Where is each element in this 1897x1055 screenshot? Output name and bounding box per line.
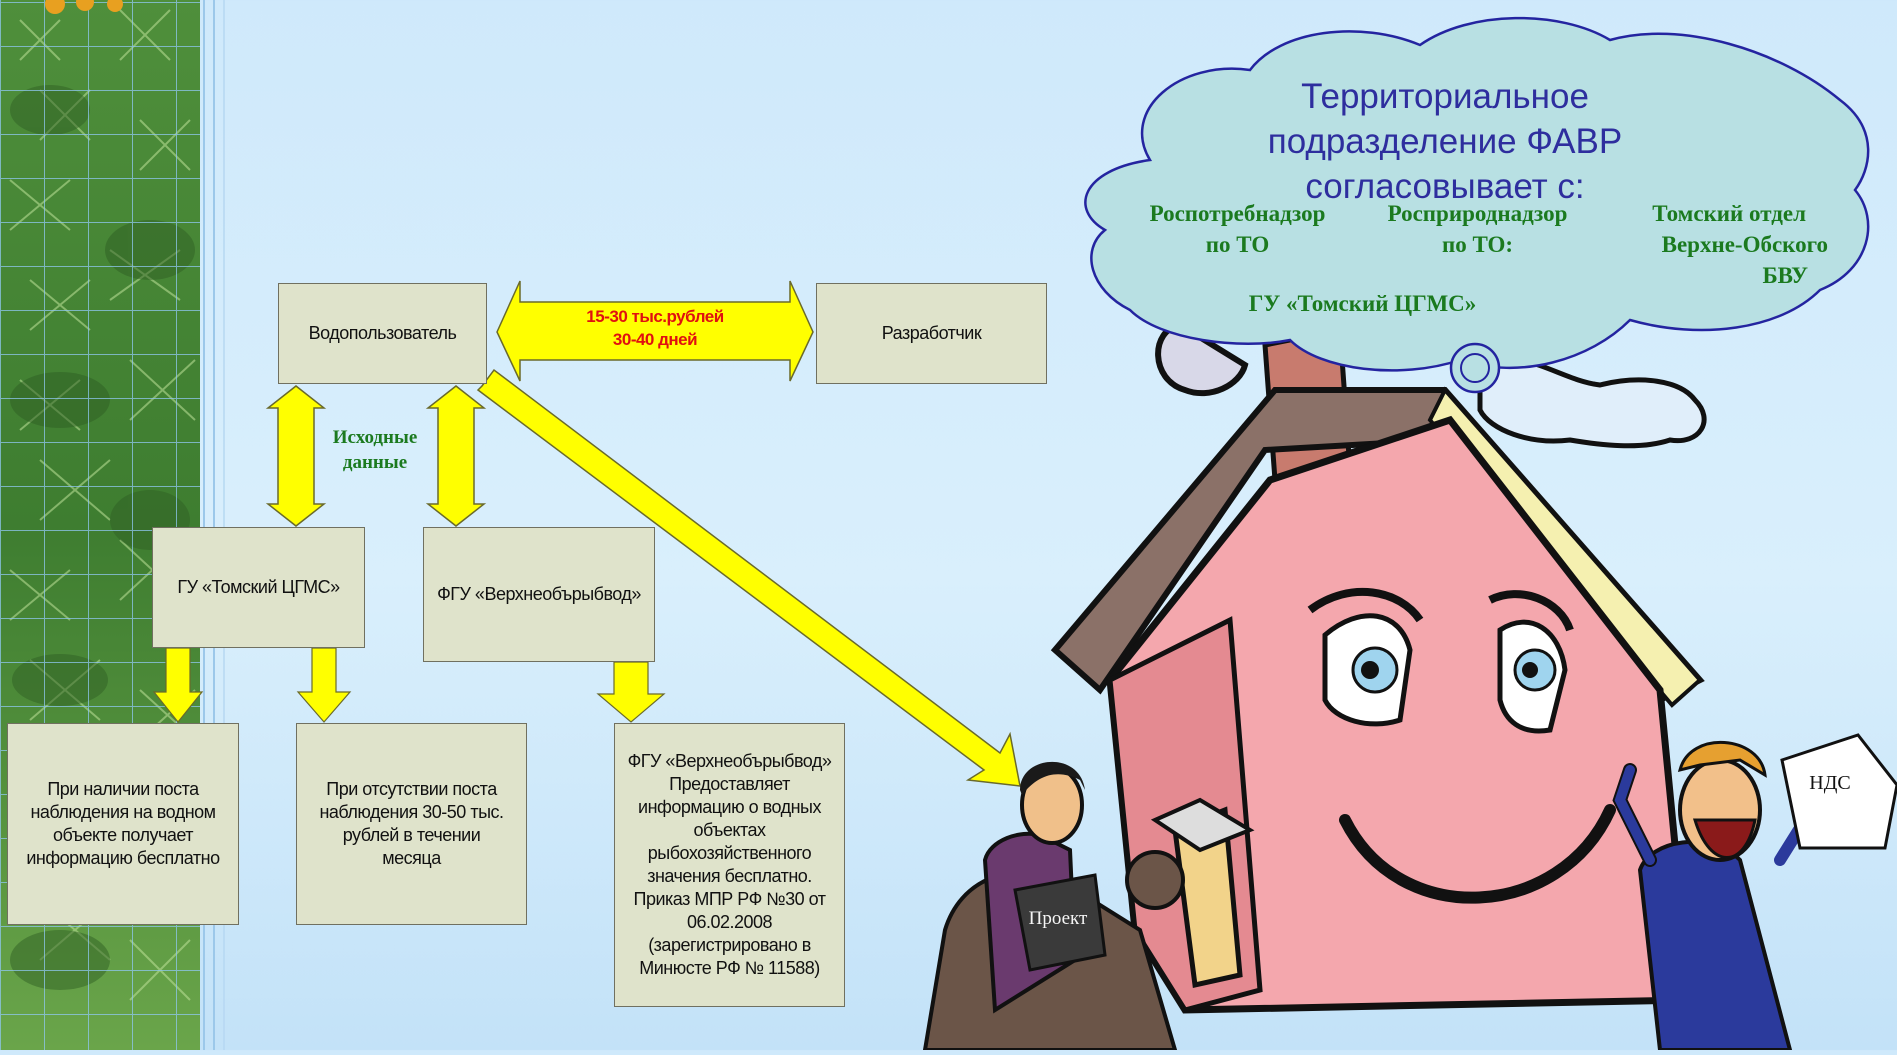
post-absent-box: При отсутствии поста наблюдения 30-50 ты… xyxy=(296,723,527,925)
initial-data-label: Исходные данные xyxy=(332,427,418,473)
screaming-man-illustration xyxy=(1612,733,1897,1050)
duration-label: 30-40 дней xyxy=(612,330,698,349)
fgu-box: ФГУ «Верхнеобърыбвод» xyxy=(423,527,655,662)
gu-tomsk-box: ГУ «Томский ЦГМС» xyxy=(152,527,365,648)
cost-arrow-label: 15-30 тыс.рублей 30-40 дней xyxy=(560,305,750,351)
project-label: Проект xyxy=(1028,908,1088,929)
post-absent-label: При отсутствии поста наблюдения 30-50 ты… xyxy=(319,779,504,868)
down-arrow-3 xyxy=(596,661,666,723)
developer-label: Разработчик xyxy=(881,323,982,343)
post-available-box: При наличии поста наблюдения на водном о… xyxy=(7,723,239,925)
cloud-item-bvu: Томский отдел Верхне-Обского БВУ xyxy=(1652,201,1828,288)
cloud-title: Территориальное подразделение ФАВР согла… xyxy=(1267,77,1623,206)
nds-paper xyxy=(1780,733,1897,850)
water-user-label: Водопользователь xyxy=(308,323,457,343)
house-illustration xyxy=(1050,321,1707,1014)
fgu-info-box: ФГУ «Верхнеобърыбвод» Предоставляет инфо… xyxy=(614,723,845,1007)
post-available-label: При наличии поста наблюдения на водном о… xyxy=(26,779,220,868)
gu-tomsk-label: ГУ «Томский ЦГМС» xyxy=(177,577,340,597)
diagonal-arrow-to-project xyxy=(476,368,1021,787)
developer-box: Разработчик xyxy=(816,283,1047,384)
nds-label: НДС xyxy=(1809,772,1851,794)
cloud-item-gu-tomsk: ГУ «Томский ЦГМС» xyxy=(1248,291,1477,316)
thought-cloud xyxy=(1084,16,1870,394)
cloud-item-rosprirodnadzor: Росприроднадзор по ТО: xyxy=(1387,201,1568,257)
down-arrow-1 xyxy=(152,647,204,723)
fgu-label: ФГУ «Верхнеобърыбвод» xyxy=(437,584,641,604)
down-arrow-2 xyxy=(296,647,352,723)
cloud-item-rospotrebnadzor: Роспотребнадзор по ТО xyxy=(1149,201,1326,257)
vertical-arrow-left xyxy=(265,385,327,527)
vertical-arrow-right xyxy=(425,385,487,527)
man-with-bear-illustration xyxy=(922,761,1185,1050)
fgu-info-label: ФГУ «Верхнеобърыбвод» Предоставляет инфо… xyxy=(627,751,832,978)
cost-label: 15-30 тыс.рублей xyxy=(586,307,724,326)
double-arrow-cost xyxy=(496,280,814,382)
water-user-box: Водопользователь xyxy=(278,283,487,384)
